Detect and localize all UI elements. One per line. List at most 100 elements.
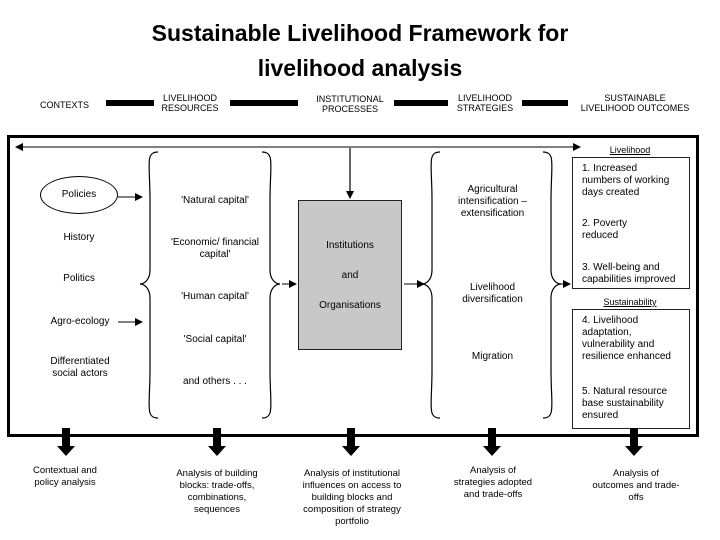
analysis-outcomes-line-2: outcomes and trade- [592, 480, 680, 491]
analysis-institutional-line-5: portfolio [335, 516, 369, 527]
resource-economic-line-2: capital' [199, 249, 231, 260]
strategies-left-brace [421, 151, 441, 419]
analysis-outcomes-line-3: offs [628, 492, 644, 503]
header-bar-4 [522, 100, 568, 106]
header-outcomes-line-2: LIVELIHOOD OUTCOMES [580, 103, 690, 113]
livelihood-outcomes-box [572, 157, 690, 289]
header-outcomes-line-1: SUSTAINABLE [604, 93, 666, 103]
outcome-4-line-1: 4. Livelihood [582, 315, 639, 326]
strategy-agricultural: Agricultural intensification – extensifi… [440, 184, 545, 220]
strategy-diversification-line-2: diversification [462, 294, 523, 305]
strategies-right-brace [542, 151, 562, 419]
institutions-line-1: Institutions [326, 240, 374, 251]
header-resources-line-2: RESOURCES [161, 103, 219, 113]
strategy-agricultural-line-3: extensification [460, 208, 525, 219]
outcome-2: 2. Poverty reduced [582, 218, 688, 242]
outcome-2-line-1: 2. Poverty [582, 218, 628, 229]
resource-others: and others . . . [183, 376, 247, 387]
header-strategies-line-1: LIVELIHOOD [457, 93, 513, 103]
title-line-2: livelihood analysis [257, 55, 463, 81]
down-arrow-1 [57, 428, 75, 456]
header-resources-line-1: LIVELIHOOD [162, 93, 218, 103]
analysis-contextual: Contextual and policy analysis [10, 465, 120, 489]
resource-economic-line-1: 'Economic/ financial [170, 237, 260, 248]
strategy-agricultural-line-1: Agricultural [467, 184, 518, 195]
outcomes-sustainability-label: Sustainability [603, 297, 657, 307]
institutions-box [298, 200, 402, 350]
analysis-institutional: Analysis of institutional influences on … [286, 468, 418, 528]
outcome-3-line-1: 3. Well-being and [582, 262, 660, 273]
header-institutional-line-1: INSTITUTIONAL [316, 94, 384, 104]
header-bar-1 [106, 100, 154, 106]
down-arrow-5 [625, 428, 643, 456]
outcome-4-line-3: vulnerability and [582, 339, 655, 350]
outcome-1: 1. Increased numbers of working days cre… [582, 163, 688, 199]
down-arrow-2 [208, 428, 226, 456]
analysis-institutional-line-1: Analysis of institutional [303, 468, 401, 479]
analysis-building-blocks-line-4: sequences [194, 504, 240, 515]
resources-left-brace [139, 151, 159, 419]
header-resources: LIVELIHOOD RESOURCES [150, 93, 230, 113]
outcomes-livelihood-label: Livelihood [609, 145, 651, 155]
analysis-strategies-line-3: and trade-offs [463, 489, 523, 500]
outcome-3-line-2: capabilities improved [582, 274, 676, 285]
outcome-1-line-2: numbers of working [582, 175, 670, 186]
header-strategies-line-2: STRATEGIES [456, 103, 514, 113]
header-contexts: CONTEXTS [40, 100, 90, 110]
context-agro-ecology: Agro-ecology [50, 316, 110, 327]
outcome-2-line-2: reduced [582, 230, 619, 241]
analysis-outcomes-line-1: Analysis of [613, 468, 659, 479]
institutions-line-2: and [341, 270, 359, 281]
analysis-contextual-line-2: policy analysis [34, 477, 96, 488]
analysis-building-blocks-line-3: combinations, [187, 492, 247, 503]
header-institutional-line-2: PROCESSES [321, 104, 379, 114]
context-history: History [63, 232, 95, 243]
institutions-line-3: Organisations [319, 300, 381, 311]
analysis-strategies-line-1: Analysis of [470, 465, 516, 476]
strategy-migration: Migration [471, 351, 514, 362]
resources-right-brace [261, 151, 281, 419]
context-policies: Policies [61, 189, 97, 200]
outcome-4: 4. Livelihood adaptation, vulnerability … [582, 315, 688, 363]
policies-ellipse [40, 176, 118, 214]
analysis-outcomes: Analysis of outcomes and trade- offs [578, 468, 694, 504]
analysis-institutional-line-3: building blocks and [311, 492, 393, 503]
outcome-1-line-3: days created [582, 187, 640, 198]
analysis-building-blocks: Analysis of building blocks: trade-offs,… [158, 468, 276, 516]
outcome-5-line-2: base sustainability [582, 398, 664, 409]
outcome-1-line-1: 1. Increased [582, 163, 638, 174]
resource-economic: 'Economic/ financial capital' [155, 237, 275, 261]
context-politics: Politics [63, 273, 95, 284]
outcome-4-line-2: adaptation, [582, 327, 632, 338]
sustainability-outcomes-box [572, 309, 690, 429]
analysis-institutional-line-2: influences on access to [302, 480, 402, 491]
resource-natural: 'Natural capital' [181, 195, 249, 206]
down-arrow-3 [342, 428, 360, 456]
analysis-contextual-line-1: Contextual and [33, 465, 97, 476]
header-outcomes: SUSTAINABLE LIVELIHOOD OUTCOMES [565, 93, 705, 113]
header-bar-2 [230, 100, 298, 106]
resource-human: 'Human capital' [181, 291, 249, 302]
resource-social: 'Social capital' [183, 334, 247, 345]
analysis-institutional-line-4: composition of strategy [303, 504, 401, 515]
context-social-actors-line-1: Differentiated [50, 356, 110, 367]
analysis-strategies: Analysis of strategies adopted and trade… [438, 465, 548, 501]
header-strategies: LIVELIHOOD STRATEGIES [445, 93, 525, 113]
outcome-5-line-3: ensured [582, 410, 619, 421]
strategy-agricultural-line-2: intensification – [458, 196, 527, 207]
header-bar-3 [394, 100, 448, 106]
strategy-diversification-line-1: Livelihood [469, 282, 516, 293]
down-arrow-4 [483, 428, 501, 456]
analysis-building-blocks-line-2: blocks: trade-offs, [179, 480, 255, 491]
outcome-4-line-4: resilience enhanced [582, 351, 671, 362]
strategy-diversification: Livelihood diversification [440, 282, 545, 306]
context-social-actors-line-2: social actors [52, 368, 108, 379]
outcome-5: 5. Natural resource base sustainability … [582, 386, 688, 422]
outcome-5-line-1: 5. Natural resource [582, 386, 668, 397]
context-social-actors: Differentiated social actors [30, 356, 130, 380]
header-connector-bars [106, 100, 568, 106]
bottom-analysis-arrows [57, 428, 643, 456]
title-line-1: Sustainable Livelihood Framework for [151, 20, 569, 46]
analysis-building-blocks-line-1: Analysis of building [176, 468, 258, 479]
